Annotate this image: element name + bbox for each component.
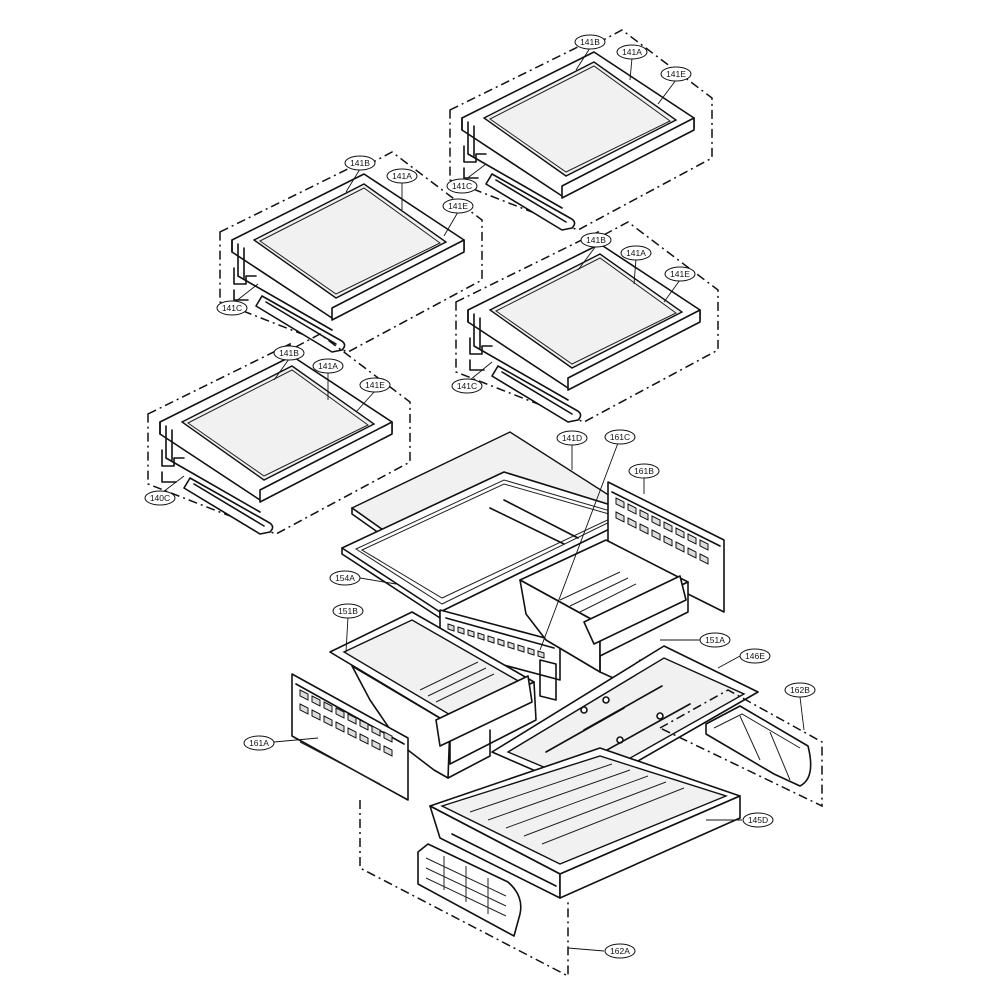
side-rail-left [291, 673, 409, 801]
callout-161b: 161B [628, 463, 660, 479]
callout-154a: 154A [329, 570, 361, 586]
svg-text:141E: 141E [448, 201, 468, 211]
callout-141b-2: 141B [344, 155, 376, 171]
svg-text:141C: 141C [452, 181, 472, 191]
svg-text:141B: 141B [586, 235, 606, 245]
callout-151a: 151A [699, 632, 731, 648]
callout-141b-3: 141B [580, 232, 612, 248]
callout-162b: 162B [784, 682, 816, 698]
svg-text:154A: 154A [335, 573, 355, 583]
svg-text:141E: 141E [670, 269, 690, 279]
svg-text:141B: 141B [350, 158, 370, 168]
callout-162a: 162A [604, 943, 636, 959]
svg-text:141A: 141A [392, 171, 412, 181]
svg-text:151B: 151B [338, 606, 358, 616]
callout-141b-1: 141B [574, 34, 606, 50]
callout-141e-2: 141E [442, 198, 474, 214]
front-cover-assembly [359, 800, 569, 978]
callout-141d: 141D [556, 430, 588, 446]
svg-text:141A: 141A [626, 248, 646, 258]
svg-text:141D: 141D [562, 433, 582, 443]
callout-141c-2: 141C [216, 300, 248, 316]
svg-text:141C: 141C [457, 381, 477, 391]
svg-text:141C: 141C [222, 303, 242, 313]
svg-text:145D: 145D [748, 815, 768, 825]
callout-141a-2: 141A [386, 168, 418, 184]
leader-lines [162, 47, 805, 952]
side-rail-right [607, 481, 725, 613]
callout-146e: 146E [739, 648, 771, 664]
side-cover-right [658, 689, 823, 808]
svg-text:141B: 141B [580, 37, 600, 47]
svg-text:151A: 151A [705, 635, 725, 645]
svg-text:141E: 141E [666, 69, 686, 79]
shelf-assembly-upper-left [219, 151, 483, 353]
callout-145d: 145D [742, 812, 774, 828]
svg-text:161B: 161B [634, 466, 654, 476]
callout-141e-1: 141E [660, 66, 692, 82]
shelf-assembly-top-right [449, 29, 713, 231]
callout-161c: 161C [604, 429, 636, 445]
callout-151b: 151B [332, 603, 364, 619]
callout-141a-3: 141A [620, 245, 652, 261]
bottom-tray [429, 747, 741, 899]
callout-141c-3: 141C [451, 378, 483, 394]
callout-161a: 161A [243, 735, 275, 751]
callout-141e-4: 141E [359, 377, 391, 393]
svg-text:140C: 140C [150, 493, 170, 503]
callout-140c: 140C [144, 490, 176, 506]
callout-141a-4: 141A [312, 358, 344, 374]
callout-141a-1: 141A [616, 44, 648, 60]
lower-glass-shelf [491, 645, 759, 793]
svg-text:146E: 146E [745, 651, 765, 661]
svg-text:161A: 161A [249, 738, 269, 748]
svg-text:141E: 141E [365, 380, 385, 390]
callout-141b-4: 141B [273, 345, 305, 361]
callout-141e-3: 141E [664, 266, 696, 282]
callout-141c-1: 141C [446, 178, 478, 194]
svg-text:141A: 141A [622, 47, 642, 57]
svg-text:141B: 141B [279, 348, 299, 358]
shelf-assembly-middle-right [455, 221, 719, 423]
svg-text:162B: 162B [790, 685, 810, 695]
crisper-drawer-right [519, 539, 689, 691]
svg-text:141A: 141A [318, 361, 338, 371]
crisper-drawer-left [329, 611, 537, 779]
svg-text:162A: 162A [610, 946, 630, 956]
svg-text:161C: 161C [610, 432, 630, 442]
